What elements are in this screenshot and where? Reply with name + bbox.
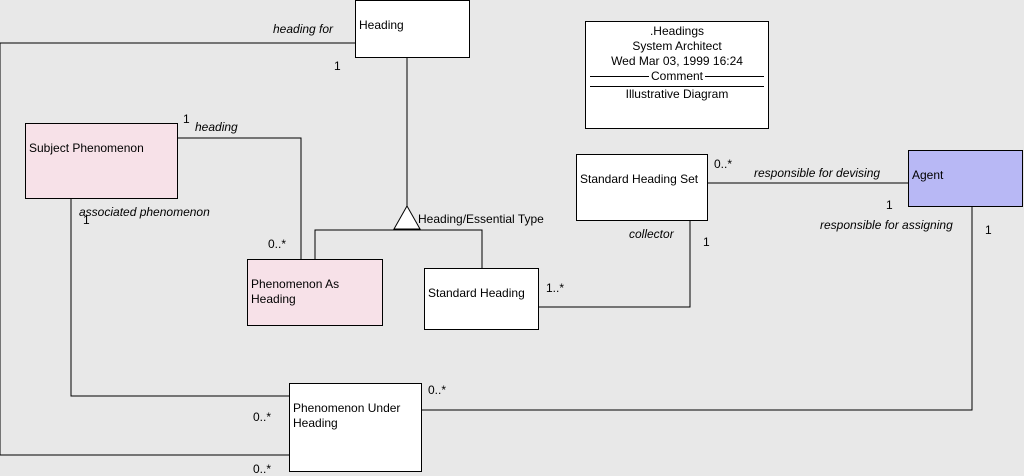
role-responsible-for-devising: responsible for devising (754, 166, 881, 180)
class-heading[interactable]: Heading (355, 0, 470, 58)
assoc-associated-phenomenon (70, 199, 289, 397)
note-comment-separator: Comment (586, 69, 768, 84)
class-phenomenon-under-heading[interactable]: Phenomenon Under Heading (289, 383, 422, 472)
mult-pah-many: 0..* (268, 237, 287, 251)
note-comment-rule (590, 86, 764, 87)
diagram-note[interactable]: .Headings System Architect Wed Mar 03, 1… (585, 21, 769, 129)
assoc-heading-for (0, 42, 355, 456)
mult-agent-devise-one: 1 (886, 198, 893, 212)
class-subject-phenomenon[interactable]: Subject Phenomenon (25, 123, 178, 199)
note-comment-label: Comment (651, 69, 704, 83)
role-associated-phenomenon: associated phenomenon (79, 205, 210, 219)
role-collector: collector (629, 227, 674, 241)
generalization-branches (314, 229, 483, 268)
assoc-heading (178, 137, 302, 259)
class-subject-phenomenon-label: Subject Phenomenon (29, 141, 144, 155)
assoc-collector (539, 221, 691, 308)
mult-sh-many: 1..* (546, 281, 565, 295)
role-responsible-for-assigning: responsible for assigning (820, 218, 953, 232)
class-standard-heading-set[interactable]: Standard Heading Set (576, 154, 708, 221)
note-author: System Architect (632, 39, 722, 53)
role-heading: heading (195, 120, 238, 134)
class-heading-label: Heading (359, 18, 404, 32)
generalization-triangle (393, 204, 421, 230)
assoc-responsible-for-assigning (422, 207, 973, 411)
class-agent-label: Agent (912, 168, 944, 182)
mult-puh-many-left: 0..* (253, 410, 272, 424)
note-title: .Headings (649, 24, 705, 38)
note-comment: Illustrative Diagram (625, 87, 729, 101)
mult-subject-assoc: 1 (83, 213, 90, 227)
class-standard-heading-label: Standard Heading (428, 286, 525, 300)
mult-shs-one: 1 (703, 235, 710, 249)
class-phenomenon-as-heading[interactable]: Phenomenon As Heading (247, 259, 383, 326)
role-heading-essential-type: Heading/Essential Type (418, 212, 544, 226)
class-standard-heading-set-label: Standard Heading Set (580, 172, 699, 186)
class-standard-heading[interactable]: Standard Heading (424, 268, 539, 330)
class-phenomenon-as-heading-label: Phenomenon As Heading (251, 277, 340, 306)
mult-heading-top: 1 (334, 59, 341, 73)
mult-shs-many: 0..* (714, 157, 733, 171)
class-phenomenon-under-heading-label: Phenomenon Under Heading (293, 401, 401, 430)
mult-puh-many-right: 0..* (428, 383, 447, 397)
class-agent[interactable]: Agent (908, 150, 1023, 207)
mult-subject-heading: 1 (183, 112, 190, 126)
note-date: Wed Mar 03, 1999 16:24 (611, 54, 743, 68)
mult-agent-assign-one: 1 (985, 223, 992, 237)
role-heading-for: heading for (273, 22, 334, 36)
mult-puh-many-bottom: 0..* (253, 462, 272, 476)
